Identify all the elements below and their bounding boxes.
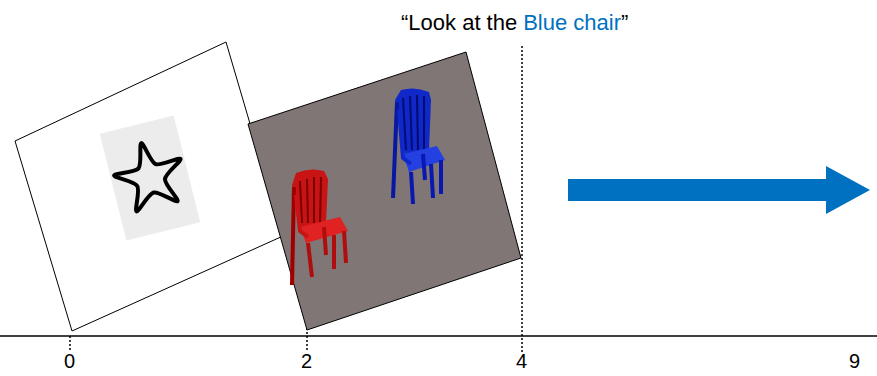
red-chair <box>292 169 348 285</box>
blue-chair <box>393 88 445 204</box>
time-value: 0 <box>64 349 75 373</box>
instruction-sentence: “Look at theBlue chair” <box>401 10 628 36</box>
instruction-text: ” <box>621 10 628 36</box>
time-value: 2 <box>301 349 312 373</box>
star-figure <box>100 115 200 240</box>
time-tick <box>69 336 71 352</box>
time-arrow <box>568 166 870 214</box>
time-tick <box>521 46 523 352</box>
time-axis <box>0 335 877 337</box>
fixation-panel <box>15 42 283 331</box>
time-value: 9 <box>849 349 860 373</box>
scene-panel <box>248 52 521 330</box>
target-word: Blue chair <box>523 10 621 36</box>
time-value: 4 <box>516 349 527 373</box>
instruction-text: “Look at the <box>401 10 517 36</box>
